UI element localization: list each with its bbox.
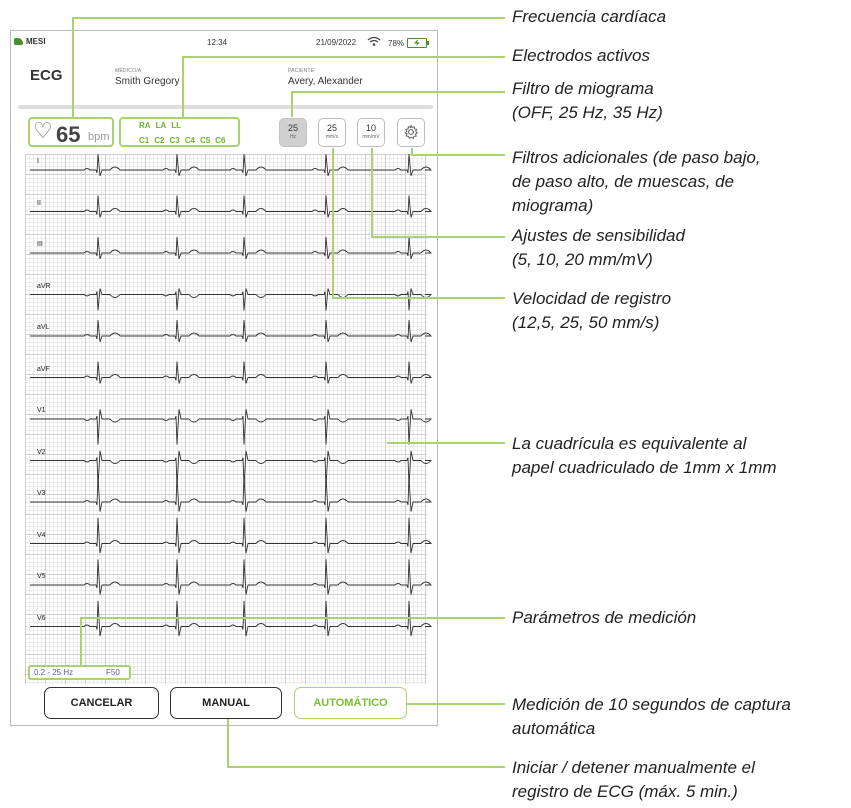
notch-filter: F50: [106, 668, 120, 677]
patient-label: PACIENTE: [288, 68, 315, 74]
lead-label-avf: aVF: [37, 365, 50, 373]
heart-rate-unit: bpm: [88, 131, 110, 143]
ecg-trace-avr: [30, 288, 432, 311]
annotation-parameters: Parámetros de medición: [512, 608, 697, 627]
annotation-speed-1: Velocidad de registro: [512, 289, 672, 308]
heart-rate-value: 65: [56, 122, 81, 147]
annotation-grid-2: papel cuadriculado de 1mm x 1mm: [512, 458, 777, 477]
annotation-heart-rate: Frecuencia cardíaca: [512, 7, 667, 26]
lead-label-i: I: [37, 158, 39, 165]
doctor-name[interactable]: Smith Gregory: [115, 76, 180, 87]
lead-label-v6: V6: [37, 614, 46, 622]
heart-rate-box: [28, 117, 114, 147]
cancel-button[interactable]: CANCELAR: [44, 687, 159, 719]
lead-label-v4: V4: [37, 531, 46, 539]
active-electrodes-box: [119, 117, 240, 147]
electrode-c6: C6: [215, 136, 226, 145]
doctor-label: MÉDICO/A: [115, 68, 142, 74]
page-title: ECG: [30, 67, 63, 84]
annotation-grid-1: La cuadrícula es equivalente al: [512, 434, 747, 453]
mesi-logo-mark: [14, 38, 23, 45]
battery-indicator: 78%: [388, 38, 430, 48]
electrode-ll: LL: [171, 121, 182, 130]
myogram-filter-button[interactable]: 25 Hz: [279, 118, 307, 147]
heart-icon: ♡: [33, 118, 53, 143]
mesi-logo: MESI: [14, 37, 46, 46]
sensitivity-unit: mm/mV: [362, 134, 380, 140]
ecg-trace-v4: [30, 517, 432, 554]
patient-name[interactable]: Avery, Alexander: [288, 76, 363, 87]
measurement-parameters-box: 0.2 - 25 Hz F50: [28, 665, 131, 680]
ecg-trace-v1: [30, 409, 432, 445]
battery-icon: [407, 38, 430, 48]
electrode-c1: C1: [139, 136, 150, 145]
ecg-trace-avl: [30, 319, 432, 343]
electrode-c3: C3: [169, 136, 180, 145]
wifi-icon: [367, 36, 381, 49]
speed-button[interactable]: 25 mm/s: [318, 118, 346, 147]
automatic-button[interactable]: AUTOMÁTICO: [294, 687, 407, 719]
annotation-myogram-2: (OFF, 25 Hz, 35 Hz): [512, 103, 663, 122]
lead-label-v3: V3: [37, 490, 46, 497]
annotation-auto-1: Medición de 10 segundos de captura: [512, 695, 791, 714]
annotation-speed-2: (12,5, 25, 50 mm/s): [512, 313, 660, 332]
lead-label-v5: V5: [37, 573, 46, 580]
sensitivity-value: 10: [365, 123, 376, 133]
lead-label-v1: V1: [37, 407, 46, 414]
annotation-manual-2: registro de ECG (máx. 5 min.): [512, 782, 738, 801]
electrode-c2: C2: [154, 136, 165, 145]
speed-value: 25: [326, 123, 337, 133]
electrodes-limb-row: RA LA LL: [139, 121, 181, 130]
speed-unit: mm/s: [325, 134, 339, 140]
electrode-la: LA: [155, 121, 167, 130]
brand-label: MESI: [26, 37, 46, 46]
status-date: 21/09/2022: [316, 38, 357, 47]
sensitivity-button[interactable]: 10 mm/mV: [357, 118, 385, 147]
ecg-trace-ii: [30, 195, 432, 218]
annotation-myogram-1: Filtro de miograma: [512, 79, 654, 98]
annotation-manual-1: Iniciar / detener manualmente el: [512, 758, 755, 777]
ecg-trace-v5: [30, 559, 432, 595]
manual-button[interactable]: MANUAL: [170, 687, 282, 719]
progress-divider: [18, 105, 433, 109]
annotation-electrodes: Electrodos activos: [512, 46, 650, 65]
annotation-sensitivity-2: (5, 10, 20 mm/mV): [512, 250, 653, 269]
gear-icon: [398, 124, 424, 142]
electrode-c5: C5: [199, 136, 211, 145]
annotation-extra-filters-2: de paso alto, de muescas, de: [512, 172, 735, 191]
electrodes-chest-row: C1 C2 C3 C4 C5 C6: [139, 136, 225, 145]
annotation-auto-2: automática: [512, 719, 596, 738]
electrode-c4: C4: [184, 136, 195, 145]
ecg-trace-avf: [30, 361, 432, 384]
electrode-ra: RA: [139, 121, 151, 130]
myogram-unit: Hz: [289, 134, 297, 140]
lead-label-v2: V2: [37, 448, 46, 456]
ecg-trace-i: [30, 153, 432, 177]
ecg-trace-iii: [30, 236, 432, 260]
annotation-extra-filters-3: miograma): [512, 196, 594, 215]
lead-label-iii: III: [37, 241, 43, 248]
status-time: 12:34: [207, 38, 228, 47]
myogram-value: 25: [287, 123, 298, 133]
ecg-trace-v3: [30, 476, 432, 512]
annotation-sensitivity-1: Ajustes de sensibilidad: [512, 226, 685, 245]
ecg-trace-v6: [30, 600, 432, 637]
lead-label-ii: II: [37, 199, 41, 207]
battery-percent: 78%: [388, 38, 405, 48]
settings-button[interactable]: [397, 118, 425, 147]
annotation-extra-filters-1: Filtros adicionales (de paso bajo,: [512, 148, 761, 167]
band-filter: 0.2 - 25 Hz: [34, 668, 74, 677]
lead-label-avl: aVL: [37, 324, 50, 331]
lead-label-avr: aVR: [37, 282, 51, 290]
